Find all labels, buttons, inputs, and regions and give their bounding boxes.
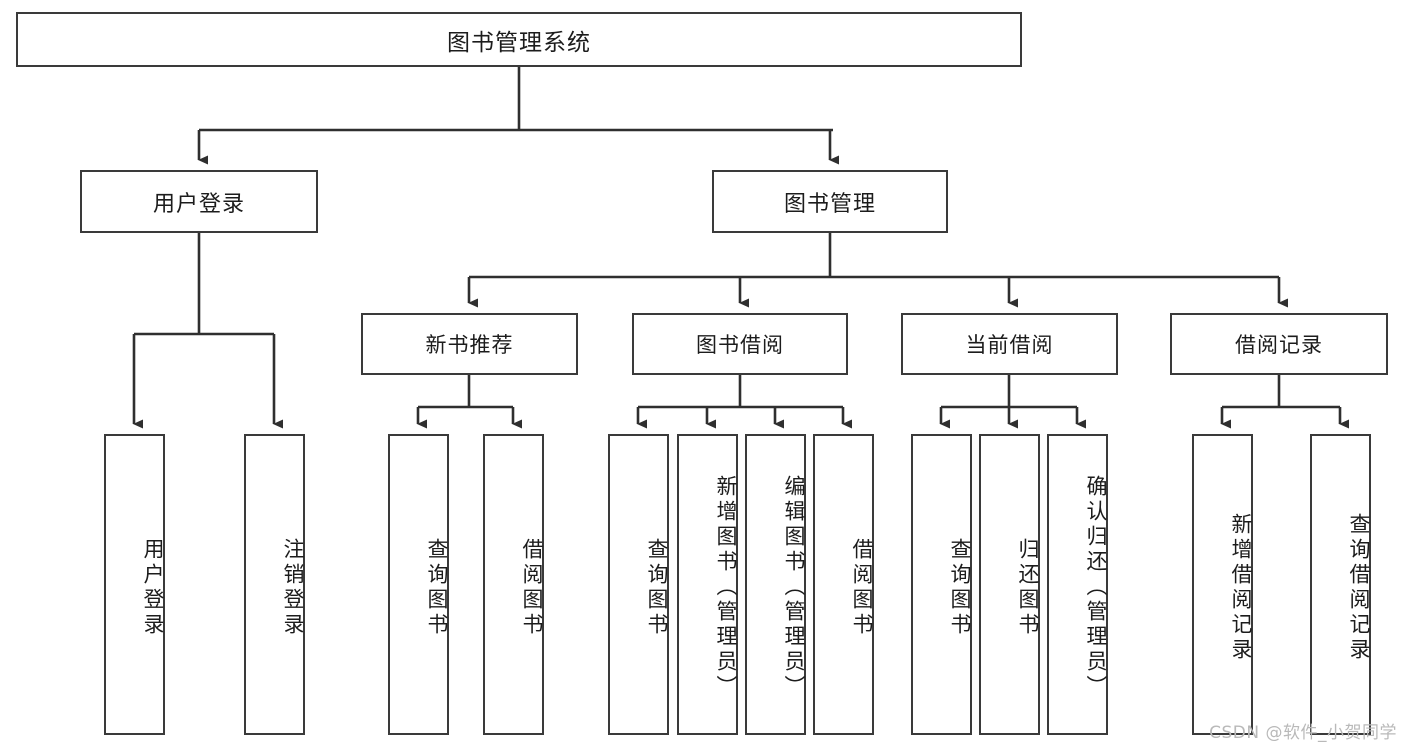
node-label: 确认归还（管理员）	[1084, 475, 1108, 700]
node-label: 注销登录	[281, 537, 305, 638]
node-leaf-query-book-1[interactable]: 查询图书	[388, 434, 449, 735]
node-leaf-add-record[interactable]: 新增借阅记录	[1192, 434, 1253, 735]
node-leaf-edit-book[interactable]: 编辑图书（管理员）	[745, 434, 806, 735]
node-leaf-borrow-book-1[interactable]: 借阅图书	[483, 434, 544, 735]
node-label: 新书推荐	[425, 333, 514, 357]
node-label: 借阅记录	[1235, 333, 1323, 357]
node-current-borrow[interactable]: 当前借阅	[901, 313, 1118, 375]
node-label: 用户登录	[152, 191, 245, 217]
node-label: 新增借阅记录	[1229, 512, 1253, 663]
node-leaf-confirm-return[interactable]: 确认归还（管理员）	[1047, 434, 1108, 735]
node-label: 当前借阅	[965, 333, 1054, 357]
node-leaf-return-book[interactable]: 归还图书	[979, 434, 1040, 735]
node-new-book-recommend[interactable]: 新书推荐	[361, 313, 578, 375]
node-leaf-logout-login[interactable]: 注销登录	[244, 434, 305, 735]
node-leaf-user-login[interactable]: 用户登录	[104, 434, 165, 735]
node-label: 查询图书	[948, 537, 972, 638]
node-label: 借阅图书	[850, 537, 874, 638]
node-label: 归还图书	[1016, 537, 1040, 638]
node-label: 借阅图书	[520, 537, 544, 638]
node-label: 查询图书	[645, 537, 669, 638]
node-book-management[interactable]: 图书管理	[712, 170, 948, 233]
node-label: 查询图书	[425, 537, 449, 638]
node-label: 查询借阅记录	[1347, 512, 1371, 663]
node-label: 图书管理系统	[447, 29, 591, 56]
csdn-watermark: CSDN @软件_小贺同学	[1209, 723, 1397, 743]
node-leaf-query-book-3[interactable]: 查询图书	[911, 434, 972, 735]
node-leaf-query-book-2[interactable]: 查询图书	[608, 434, 669, 735]
node-borrow-record[interactable]: 借阅记录	[1170, 313, 1388, 375]
node-label: 新增图书（管理员）	[714, 475, 738, 700]
node-label: 编辑图书（管理员）	[782, 475, 806, 700]
node-label: 图书管理	[783, 191, 876, 217]
node-leaf-add-book[interactable]: 新增图书（管理员）	[677, 434, 738, 735]
node-label: 用户登录	[141, 537, 165, 638]
node-leaf-query-record[interactable]: 查询借阅记录	[1310, 434, 1371, 735]
node-user-login[interactable]: 用户登录	[80, 170, 318, 233]
node-leaf-borrow-book-2[interactable]: 借阅图书	[813, 434, 874, 735]
node-book-borrow[interactable]: 图书借阅	[632, 313, 848, 375]
node-root-book-management-system[interactable]: 图书管理系统	[16, 12, 1022, 67]
node-label: 图书借阅	[696, 333, 784, 357]
